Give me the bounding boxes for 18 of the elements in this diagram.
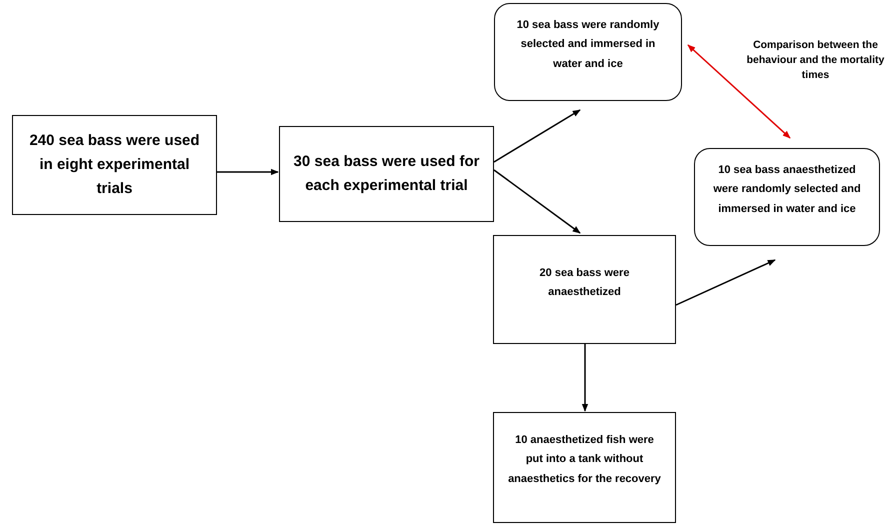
arrow <box>582 344 588 412</box>
box-text: 240 sea bass were used in eight experimental trials <box>28 131 201 199</box>
arrow <box>494 109 581 163</box>
box-text: 10 sea bass were randomly selected and immersed in water and ice <box>516 18 660 72</box>
box-text: 20 sea bass were anaesthetized <box>538 266 630 300</box>
process-box <box>12 115 217 215</box>
process-box <box>493 235 676 344</box>
rounded-box <box>494 3 682 101</box>
arrow <box>217 168 279 176</box>
arrow <box>494 169 581 234</box>
box-text: 10 anaesthetized fish were put into a tank without anaesthetics for the recovery <box>507 433 662 486</box>
box-text: 10 sea bass anaesthetized were randomly selected and immersed in water and ice <box>712 163 862 216</box>
process-box <box>279 126 494 222</box>
arrow <box>687 44 791 139</box>
box-text: 30 sea bass were used for each experimental trial <box>292 152 480 196</box>
arrow <box>676 259 776 306</box>
process-box <box>493 412 676 523</box>
rounded-box <box>694 148 880 246</box>
